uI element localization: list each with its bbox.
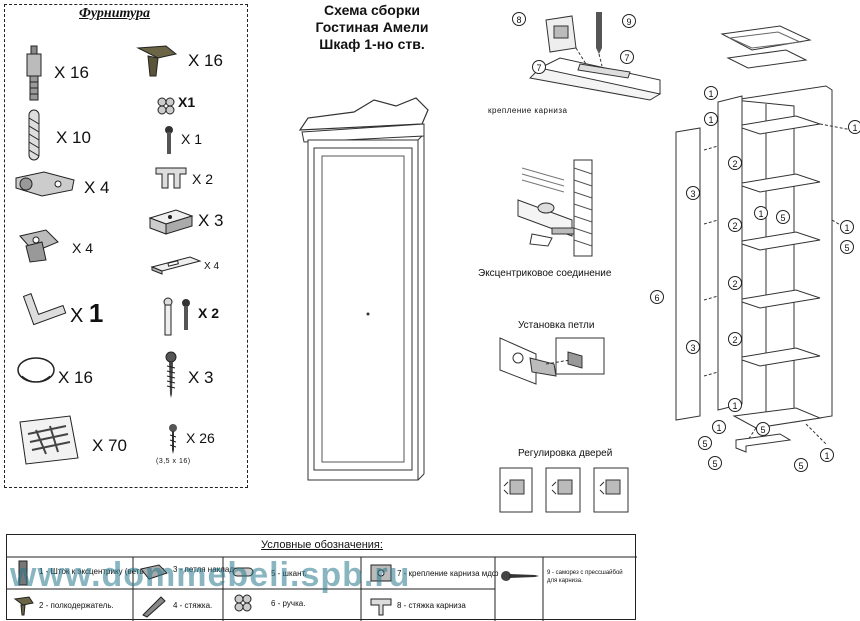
legend-hinge-icon [140,564,168,580]
handle-knob-icon [157,97,175,115]
strip-icon [150,256,202,275]
eccentric-joint-drawing [517,159,593,257]
door-adjust-drawing [499,467,629,513]
qty-eccentric-rod: X 16 [54,63,89,82]
qty-hex-key-x: X [70,305,84,327]
callout-5-low-left: 5 [698,436,712,450]
callout-9: 9 [622,14,636,28]
callout-5-low-left2: 5 [708,456,722,470]
legend-tie-icon [142,596,166,618]
callout-2-mid: 2 [728,218,742,232]
screw-bag-icon [19,415,79,465]
callout-3-lower: 3 [686,340,700,354]
callout-3-upper: 3 [686,186,700,200]
hinge-install-drawing [499,337,605,385]
callout-2-upper: 2 [728,156,742,170]
callout-1-top-right: 1 [848,120,860,134]
callout-1-bottom-left: 1 [712,420,726,434]
qty-bolt: X 2 [198,305,220,321]
hardware-panel [4,4,248,488]
qty-hinge: X 4 [84,178,110,197]
eccentric-rod-icon [26,45,42,101]
eccentric-cap-icon [17,357,55,383]
callout-8: 8 [512,12,526,26]
callout-7a: 7 [532,60,546,74]
callout-1-right: 1 [840,220,854,234]
legend-cornice-tie-icon [370,598,392,616]
handle-screw-icon [165,126,173,154]
hardware-heading: Фурнитура [76,6,154,22]
qty-strip: X 4 [204,261,220,272]
bracket-handle-icon [155,167,187,189]
qty-hinge-plate: X 4 [72,240,94,256]
title-line-2: Гостиная Амели [315,19,429,35]
hex-key-icon [22,293,67,326]
title-line-1: Схема сборки [324,2,420,18]
qty-shelf-holder: X 16 [188,51,223,70]
legend-item-9: 9 - саморез с прессшайбой для карниза. [547,570,623,584]
qty-bracket-handle: X 2 [192,171,214,187]
legend-item-8: 8 - стяжка карниза [397,601,466,610]
small-screw-size: (3,5 x 16) [156,458,191,465]
dowel-icon [28,109,40,161]
qty-hex-key: X 1 [70,298,103,329]
caption-eccentric: Эксцентриковое соединение [478,268,612,279]
callout-5-side: 5 [776,210,790,224]
block-icon [148,209,194,235]
caption-cornice-mount: крепление карниза [488,106,568,115]
legend-title: Условные обозначения: [261,539,383,551]
caption-hinge-install: Установка петли [518,320,595,331]
callout-5-bottom-right: 5 [794,458,808,472]
caption-door-adjust: Регулировка дверей [518,448,613,459]
legend-grid [7,556,637,621]
callout-5-bottom: 5 [756,422,770,436]
callout-1-top: 1 [704,86,718,100]
wardrobe-front-drawing [298,97,429,481]
legend-dowel-icon [232,567,254,577]
qty-block: X 3 [198,211,224,230]
legend-knob-icon [234,594,252,612]
callout-1-bottom-right: 1 [820,448,834,462]
hinge-plate-icon [19,229,59,263]
legend-item-5: 5 - шкант. [271,569,307,578]
legend-item-2: 2 - полкодержатель. [39,601,114,610]
shelf-holder-icon [136,45,178,77]
legend: Условные обозначения: 1 - Шток к эксцент… [6,534,637,621]
hinge-icon [15,171,75,197]
callout-2-low: 2 [728,276,742,290]
callout-1-side: 1 [754,206,768,220]
qty-handle-screw: X 1 [181,131,203,147]
qty-handle-knob: X1 [178,94,196,110]
qty-small-screw: X 26 [186,430,215,446]
legend-cornice-mount-icon [370,564,392,582]
exploded-view-drawing [675,25,853,453]
callout-2-bottom: 2 [728,332,742,346]
legend-item-6: 6 - ручка. [271,599,306,608]
title-line-3: Шкаф 1-но ств. [319,36,425,52]
legend-shelf-holder-icon [13,596,34,616]
legend-item-4: 4 - стяжка. [173,601,213,610]
legend-screw-icon [501,571,539,581]
callout-6: 6 [650,290,664,304]
legend-item-1: 1 - Шток к эксцентрику (ветв.) М-6 [39,567,165,576]
watermark: www.dommebeli.spb.ru [10,556,411,594]
callout-1-mid: 1 [704,112,718,126]
bolt-icon [163,297,190,336]
screw-icon [165,351,177,398]
callout-1-bottom: 1 [728,398,742,412]
qty-dowel: X 10 [56,128,91,147]
qty-screw: X 3 [188,368,214,387]
small-screw-icon [169,424,177,454]
legend-eccentric-rod-icon [18,560,28,586]
page-title: Схема сборки Гостиная Амели Шкаф 1-но ст… [292,2,452,53]
cornice-mount-drawing [528,12,662,101]
qty-screw-bag: X 70 [92,436,127,455]
legend-item-7: 7 - крепление карниза мдф [397,569,499,578]
callout-7b: 7 [620,50,634,64]
qty-eccentric-cap: X 16 [58,368,93,387]
qty-hex-key-num: 1 [88,298,104,328]
callout-5-right: 5 [840,240,854,254]
legend-item-3: 3 - петля накладная [173,565,248,574]
